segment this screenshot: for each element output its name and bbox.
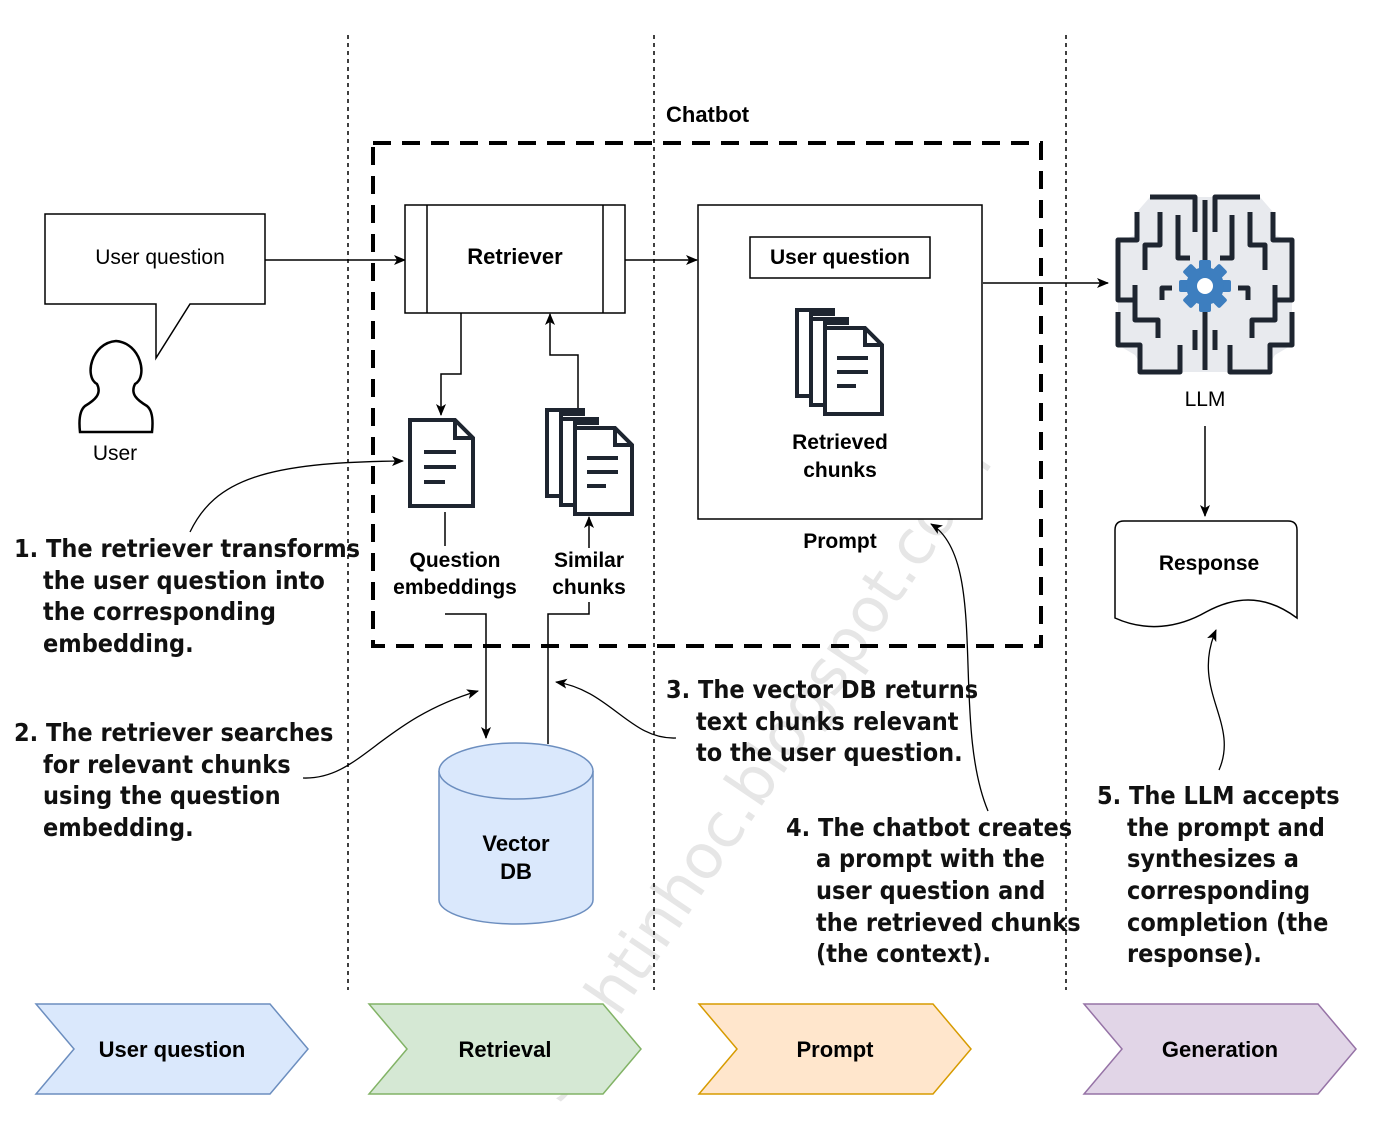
similar-chunks-label-1: Similar: [554, 549, 624, 572]
svg-text:to the user question.: to the user question.: [696, 738, 963, 767]
vector-db-cylinder: [438, 742, 594, 925]
prompt-user-question-box: [749, 236, 931, 279]
svg-text:the prompt and: the prompt and: [1127, 813, 1325, 842]
svg-text:5. The LLM accepts: 5. The LLM accepts: [1097, 781, 1340, 810]
stage-label-2: Retrieval: [459, 1037, 552, 1062]
documents-stack-icon: [545, 408, 634, 516]
svg-text:using the question: using the question: [43, 781, 281, 810]
retrieved-chunks-label-1: Retrieved: [792, 431, 888, 454]
vector-db-label-2: DB: [500, 859, 532, 884]
user-question-bubble: [44, 213, 266, 361]
stage-label-3: Prompt: [797, 1037, 875, 1062]
prompt-user-question-label: User question: [770, 246, 910, 269]
chatbot-label: Chatbot: [666, 102, 750, 127]
note-step5: 5. The LLM accepts the prompt and synthe…: [1097, 781, 1340, 968]
question-embeddings-label-1: Question: [409, 549, 500, 572]
stage-chevron-2: [367, 1003, 642, 1095]
svg-text:the corresponding: the corresponding: [43, 597, 276, 626]
retriever-box: [404, 204, 626, 314]
stage-chevrons: User question Retrieval Prompt Generation: [34, 1003, 1357, 1095]
svg-text:completion (the: completion (the: [1127, 908, 1328, 937]
stage-chevron-3: [697, 1003, 972, 1095]
svg-text:corresponding: corresponding: [1127, 876, 1310, 905]
svg-text:the user question into: the user question into: [43, 566, 325, 595]
svg-text:synthesizes a: synthesizes a: [1127, 844, 1299, 873]
svg-text:the retrieved chunks: the retrieved chunks: [816, 908, 1081, 937]
response-label: Response: [1159, 552, 1259, 575]
svg-text:4. The chatbot creates: 4. The chatbot creates: [786, 813, 1072, 842]
stage-chevron-4: [1082, 1003, 1357, 1095]
svg-text:3. The vector DB returns: 3. The vector DB returns: [666, 675, 978, 704]
svg-text:response).: response).: [1127, 939, 1262, 968]
retrieved-chunks-label-2: chunks: [803, 459, 877, 482]
svg-text:embedding.: embedding.: [43, 813, 194, 842]
svg-text:embedding.: embedding.: [43, 629, 194, 658]
svg-text:2. The retriever searches: 2. The retriever searches: [14, 718, 333, 747]
vector-db-label-1: Vector: [482, 831, 550, 856]
stage-chevron-1: [34, 1003, 309, 1095]
stage-label-4: Generation: [1162, 1037, 1278, 1062]
response-box: [1114, 520, 1298, 628]
svg-text:text chunks relevant: text chunks relevant: [696, 707, 959, 736]
note-step1: 1. The retriever transforms the user que…: [14, 534, 360, 658]
user-label: User: [93, 442, 137, 465]
stage-label-1: User question: [99, 1037, 246, 1062]
svg-text:user question and: user question and: [816, 876, 1045, 905]
question-embeddings-label-2: embeddings: [393, 576, 517, 599]
note-step4: 4. The chatbot creates a prompt with the…: [786, 813, 1081, 968]
svg-text:(the context).: (the context).: [816, 939, 991, 968]
svg-text:for relevant chunks: for relevant chunks: [43, 750, 291, 779]
user-icon: [78, 339, 154, 434]
prompt-label: Prompt: [803, 530, 877, 553]
chatbot-boundary: [371, 141, 1043, 648]
svg-text:a prompt with the: a prompt with the: [816, 844, 1045, 873]
llm-label: LLM: [1185, 388, 1226, 411]
stage-separators: [347, 35, 1067, 990]
note-step2: 2. The retriever searches for relevant c…: [14, 718, 333, 842]
vector-db-body: [438, 771, 594, 925]
note-step3: 3. The vector DB returns text chunks rel…: [666, 675, 978, 767]
documents-stack-icon: [795, 308, 884, 416]
retriever-label: Retriever: [467, 244, 563, 269]
gear-icon: [1179, 260, 1231, 312]
svg-text:1. The retriever transforms: 1. The retriever transforms: [14, 534, 360, 563]
similar-chunks-label-2: chunks: [552, 576, 626, 599]
document-icon: [408, 418, 475, 508]
user-question-bubble-text: User question: [95, 246, 225, 269]
